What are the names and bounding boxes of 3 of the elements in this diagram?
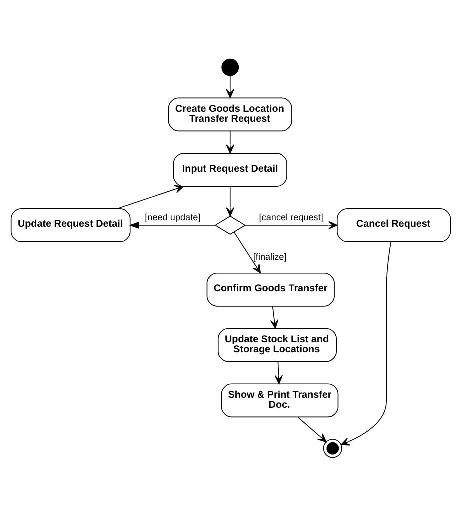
edge-label: [need update]	[145, 212, 201, 222]
edge-label: [cancel request]	[259, 212, 324, 222]
edge-label: [finalize]	[253, 251, 287, 262]
